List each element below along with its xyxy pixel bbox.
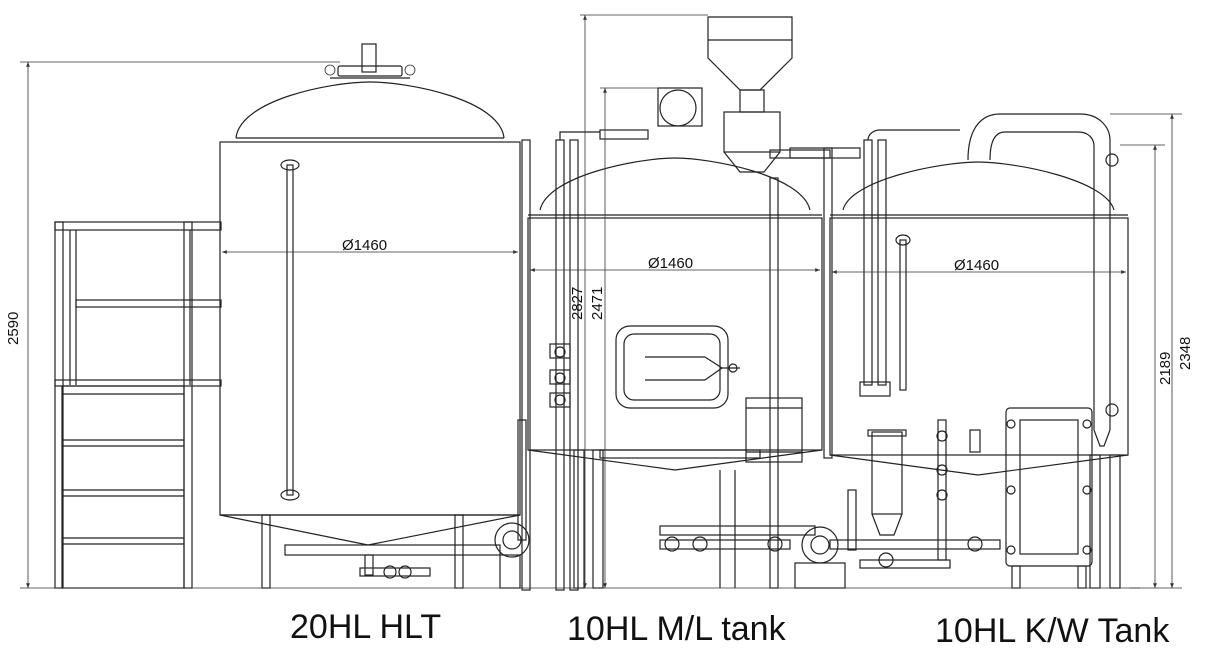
hlt-tank	[219, 43, 521, 589]
hlt-height-dimension: 2590	[5, 61, 340, 589]
hlt-caption: 20HL HLT	[290, 608, 442, 646]
kw-caption: 10HL K/W Tank	[935, 612, 1170, 650]
ml-dimensions: Ø1460 2827 2471	[530, 14, 820, 588]
kw-height-body-label: 2189	[1157, 352, 1174, 385]
hlt-diameter-label: Ø1460	[342, 237, 387, 254]
ml-height-total-label: 2827	[569, 287, 586, 320]
hlt-height-label: 2590	[5, 312, 22, 345]
kw-diameter-label: Ø1460	[954, 257, 999, 274]
ml-height-body-label: 2471	[589, 287, 606, 320]
hlt-diameter-dimension: Ø1460	[222, 237, 518, 254]
kw-tank	[829, 113, 1129, 589]
platform-stairs	[54, 221, 222, 589]
ml-caption: 10HL M/L tank	[567, 610, 786, 648]
kw-dimensions: Ø1460 2189 2348	[832, 113, 1194, 589]
kw-height-total-label: 2348	[1177, 337, 1194, 370]
ml-tank	[521, 16, 861, 591]
ml-diameter-label: Ø1460	[648, 255, 693, 272]
hlt-pump	[494, 419, 530, 589]
